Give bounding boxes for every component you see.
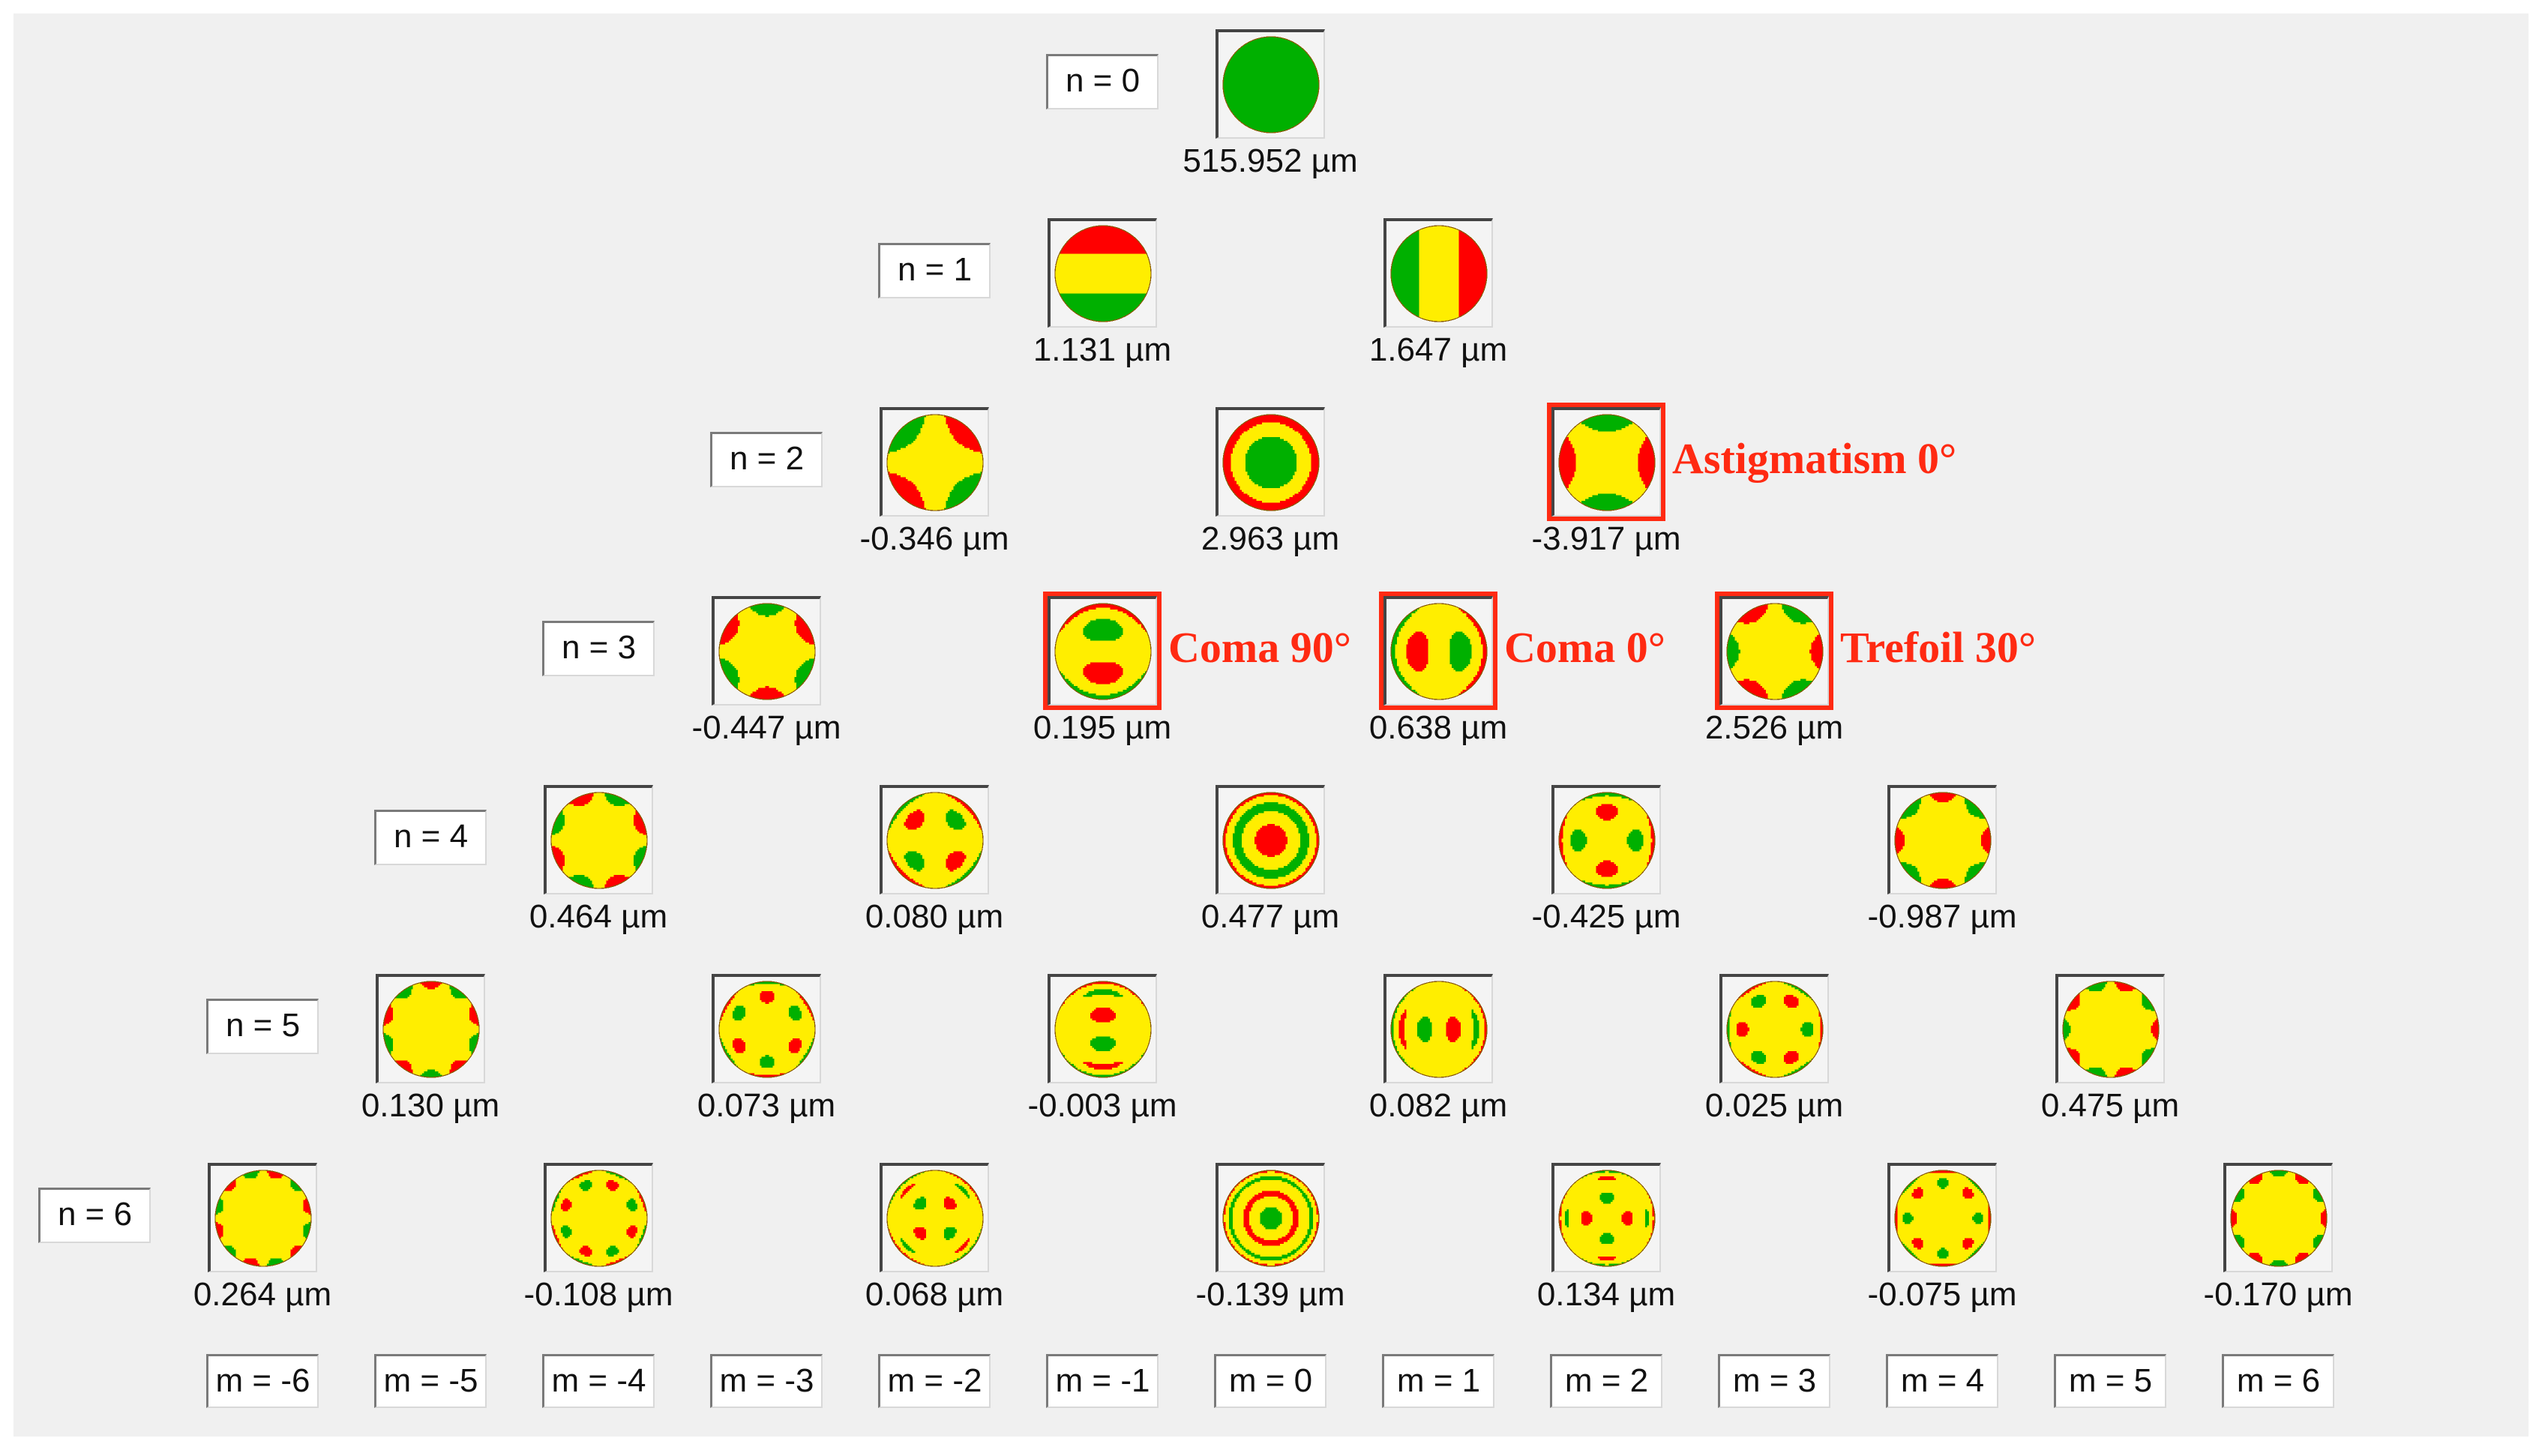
row-label-n1: n = 1 [878,243,991,298]
zernike-map-n5-m5[interactable] [2055,974,2165,1083]
row-label-n4: n = 4 [374,810,487,865]
coefficient-value-n5-m1: 0.082 µm [1341,1087,1536,1125]
column-label-m2: m = 2 [1550,1354,1662,1408]
zernike-map-n5-m-3[interactable] [712,974,821,1083]
coefficient-value-n4-m-2: 0.080 µm [837,898,1032,936]
column-label-m-4: m = -4 [542,1354,655,1408]
column-label-m0: m = 0 [1214,1354,1326,1408]
row-label-n0: n = 0 [1046,54,1159,109]
column-label-m-2: m = -2 [878,1354,991,1408]
aberration-label-n3-m-1: Coma 90° [1168,622,1351,673]
zernike-map-n1-m1[interactable] [1383,218,1493,328]
zernike-map-n3-m-3[interactable] [712,596,821,706]
coefficient-value-n3-m-1: 0.195 µm [1005,709,1200,747]
row-label-n2: n = 2 [710,432,823,487]
coefficient-value-n4-m2: -0.425 µm [1509,898,1704,936]
column-label-m5: m = 5 [2054,1354,2166,1408]
highlight-box-n3-m-1 [1043,592,1162,710]
zernike-map-n5-m3[interactable] [1719,974,1829,1083]
zernike-map-n6-m6[interactable] [2223,1163,2333,1272]
coefficient-value-n1-m-1: 1.131 µm [1005,331,1200,369]
zernike-map-n6-m4[interactable] [1887,1163,1997,1272]
zernike-map-n6-m-4[interactable] [544,1163,653,1272]
coefficient-value-n0-m0: 515.952 µm [1173,142,1368,180]
column-label-m-1: m = -1 [1046,1354,1159,1408]
zernike-map-n4-m2[interactable] [1551,785,1661,894]
column-label-m1: m = 1 [1382,1354,1494,1408]
zernike-map-n6-m-2[interactable] [880,1163,989,1272]
coefficient-value-n5-m-1: -0.003 µm [1005,1087,1200,1125]
coefficient-value-n5-m-5: 0.130 µm [333,1087,528,1125]
column-label-m6: m = 6 [2222,1354,2334,1408]
coefficient-value-n3-m-3: -0.447 µm [669,709,864,747]
zernike-map-n5-m1[interactable] [1383,974,1493,1083]
coefficient-value-n2-m2: -3.917 µm [1509,520,1704,558]
coefficient-value-n6-m-6: 0.264 µm [165,1276,360,1314]
coefficient-value-n6-m-4: -0.108 µm [501,1276,696,1314]
coefficient-value-n3-m3: 2.526 µm [1677,709,1872,747]
zernike-map-n4-m-2[interactable] [880,785,989,894]
highlight-box-n3-m3 [1715,592,1833,710]
coefficient-value-n6-m2: 0.134 µm [1509,1276,1704,1314]
row-label-n3: n = 3 [542,621,655,676]
coefficient-value-n4-m-4: 0.464 µm [501,898,696,936]
coefficient-value-n6-m0: -0.139 µm [1173,1276,1368,1314]
coefficient-value-n1-m1: 1.647 µm [1341,331,1536,369]
coefficient-value-n4-m0: 0.477 µm [1173,898,1368,936]
column-label-m4: m = 4 [1886,1354,1998,1408]
column-label-m-3: m = -3 [710,1354,823,1408]
coefficient-value-n5-m5: 0.475 µm [2013,1087,2208,1125]
highlight-box-n2-m2 [1547,403,1665,521]
zernike-map-n4-m4[interactable] [1887,785,1997,894]
zernike-map-n5-m-5[interactable] [376,974,485,1083]
highlight-box-n3-m1 [1379,592,1497,710]
zernike-map-n4-m-4[interactable] [544,785,653,894]
zernike-map-n2-m-2[interactable] [880,407,989,517]
aberration-label-n2-m2: Astigmatism 0° [1672,433,1956,484]
coefficient-value-n6-m-2: 0.068 µm [837,1276,1032,1314]
zernike-map-n4-m0[interactable] [1216,785,1325,894]
row-label-n5: n = 5 [206,999,319,1054]
coefficient-value-n5-m-3: 0.073 µm [669,1087,864,1125]
coefficient-value-n3-m1: 0.638 µm [1341,709,1536,747]
zernike-map-n0-m0[interactable] [1216,29,1325,139]
zernike-pyramid-panel: n = 0 n = 1 n = 2 n = 3 n = 4 n = 5 n = 6 m = -… [13,13,2529,1437]
zernike-map-n6-m0[interactable] [1216,1163,1325,1272]
coefficient-value-n2-m0: 2.963 µm [1173,520,1368,558]
zernike-map-n5-m-1[interactable] [1048,974,1157,1083]
zernike-map-n1-m-1[interactable] [1048,218,1157,328]
zernike-map-n6-m-6[interactable] [208,1163,317,1272]
column-label-m-6: m = -6 [206,1354,319,1408]
column-label-m3: m = 3 [1718,1354,1830,1408]
aberration-label-n3-m3: Trefoil 30° [1840,622,2036,673]
coefficient-value-n4-m4: -0.987 µm [1845,898,2040,936]
coefficient-value-n5-m3: 0.025 µm [1677,1087,1872,1125]
coefficient-value-n2-m-2: -0.346 µm [837,520,1032,558]
row-label-n6: n = 6 [38,1188,151,1243]
aberration-label-n3-m1: Coma 0° [1504,622,1665,673]
zernike-map-n2-m0[interactable] [1216,407,1325,517]
zernike-map-n6-m2[interactable] [1551,1163,1661,1272]
coefficient-value-n6-m6: -0.170 µm [2181,1276,2376,1314]
coefficient-value-n6-m4: -0.075 µm [1845,1276,2040,1314]
column-label-m-5: m = -5 [374,1354,487,1408]
